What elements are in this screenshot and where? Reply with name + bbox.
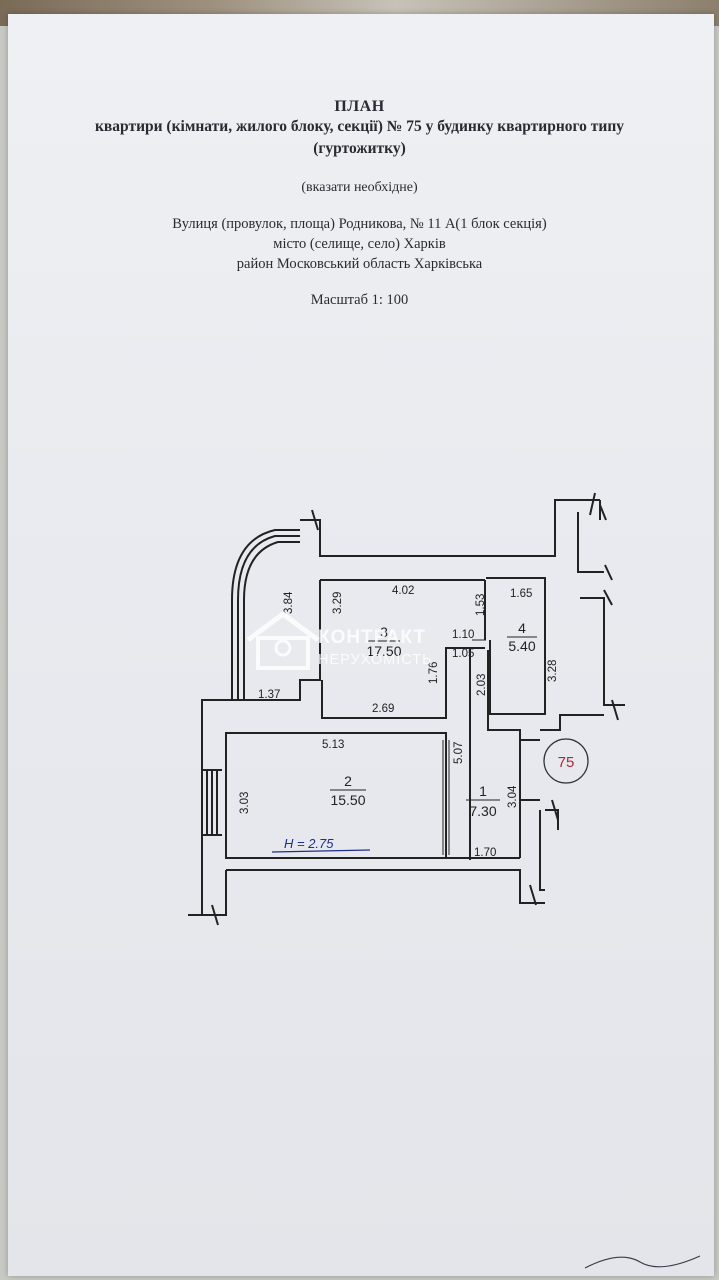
- signature-scribble: [584, 1255, 701, 1269]
- dim-label: 3.29: [332, 592, 344, 614]
- watermark-line1: КОНТРАКТ: [318, 627, 426, 648]
- dim-label: 1.76: [428, 662, 440, 684]
- dim-label: 3.28: [547, 660, 559, 682]
- room-number: 3: [380, 624, 388, 640]
- room-number: 4: [518, 620, 526, 636]
- apartment-stamp: 75: [543, 738, 589, 784]
- dim-label: 3.04: [507, 785, 519, 808]
- dimension-labels: 4.02 1.65 3.84 3.29 1.53 1.10 1.05 1.76 …: [239, 585, 559, 859]
- watermark-line2: НЕРУХОМІСТЬ: [318, 652, 433, 668]
- plan-walls: [188, 492, 625, 926]
- dim-label: 4.02: [392, 585, 414, 597]
- dim-label: 1.10: [452, 629, 474, 641]
- document-subtitle-line2: (гуртожитку): [313, 140, 406, 157]
- dim-label: 1.70: [474, 847, 496, 859]
- scale-line: Масштаб 1: 100: [310, 292, 409, 308]
- document-title: ПЛАН: [334, 98, 385, 115]
- apartment-number: 75: [558, 754, 575, 771]
- room-area: 17.50: [366, 643, 401, 659]
- dim-label: 3.03: [239, 792, 251, 814]
- room-labels: 3 17.50 4 5.40 2 15.50 1 7.30: [330, 620, 537, 819]
- dim-label: 5.13: [322, 739, 344, 751]
- street-address: Вулиця (провулок, площа) Родникова, № 11…: [172, 216, 547, 232]
- dim-label: 3.84: [283, 591, 295, 614]
- watermark-logo: КОНТРАКТ НЕРУХОМІСТЬ: [246, 610, 433, 670]
- dim-label: 2.03: [476, 674, 488, 696]
- room-number: 1: [479, 783, 487, 799]
- dim-label: 1.65: [510, 588, 532, 600]
- city-line: місто (селище, село) Харків: [273, 236, 446, 252]
- dim-label: 2.69: [372, 703, 394, 715]
- room-area: 7.30: [469, 803, 496, 819]
- height-note: Н = 2.75: [271, 836, 371, 853]
- dim-label: 5.07: [453, 742, 465, 764]
- instruction-note: (вказати необхідне): [301, 180, 418, 195]
- dim-label: 1.53: [475, 594, 487, 616]
- room-area: 15.50: [330, 792, 365, 808]
- room-number: 2: [344, 773, 352, 789]
- dim-label: 1.05: [452, 648, 474, 660]
- dim-label: 1.37: [258, 689, 280, 701]
- room-area: 5.40: [508, 638, 535, 654]
- document-page: [8, 14, 714, 1276]
- district-line: район Московський область Харківська: [236, 256, 483, 272]
- document-subtitle-line1: квартири (кімнати, жилого блоку, секції)…: [94, 118, 625, 135]
- plan-inner-lines: [442, 639, 486, 855]
- height-note-text: Н = 2.75: [284, 836, 334, 851]
